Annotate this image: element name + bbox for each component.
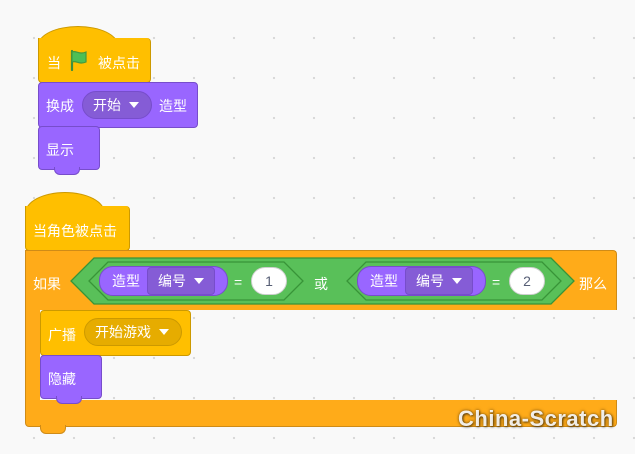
switch-costume-prefix: 换成	[46, 98, 74, 114]
or-label: 或	[314, 276, 328, 292]
broadcast-message-value: 开始游戏	[95, 324, 151, 340]
hat-prefix-text: 当	[47, 55, 61, 71]
green-flag-icon	[70, 49, 87, 71]
show-block[interactable]	[38, 126, 100, 170]
then-label: 那么	[579, 276, 607, 292]
chevron-down-icon	[129, 102, 139, 108]
costume-reporter-label: 造型	[112, 273, 140, 289]
field-dropdown-value: 编号	[416, 273, 444, 289]
if-label: 如果	[33, 276, 61, 292]
costume-field-dropdown-1[interactable]: 编号	[147, 267, 215, 295]
show-block-bottom-notch	[54, 167, 80, 175]
equals-sign-2: =	[492, 274, 501, 290]
costume-field-dropdown-2[interactable]: 编号	[405, 267, 473, 295]
costume-dropdown[interactable]: 开始	[82, 91, 152, 119]
chevron-down-icon	[194, 278, 204, 284]
equals-sign-1: =	[234, 274, 243, 290]
show-label: 显示	[46, 142, 74, 158]
switch-costume-suffix: 造型	[159, 98, 187, 114]
broadcast-message-dropdown[interactable]: 开始游戏	[84, 318, 182, 346]
hide-block-bottom-notch	[56, 396, 82, 404]
if-block-bottom-notch	[40, 425, 66, 434]
chevron-down-icon	[159, 329, 169, 335]
hat-suffix-text: 被点击	[98, 55, 140, 71]
if-block-spine	[25, 300, 40, 405]
value-input-2[interactable]: 2	[509, 267, 545, 295]
if-block-bottom	[25, 400, 617, 427]
chevron-down-icon	[452, 278, 462, 284]
costume-dropdown-value: 开始	[93, 97, 121, 113]
broadcast-label: 广播	[48, 327, 76, 343]
sprite-clicked-label: 当角色被点击	[33, 223, 117, 239]
watermark: China-Scratch	[458, 406, 614, 431]
value-input-1[interactable]: 1	[251, 267, 287, 295]
costume-reporter-label: 造型	[370, 273, 398, 289]
field-dropdown-value: 编号	[158, 273, 186, 289]
hide-label: 隐藏	[48, 371, 76, 387]
